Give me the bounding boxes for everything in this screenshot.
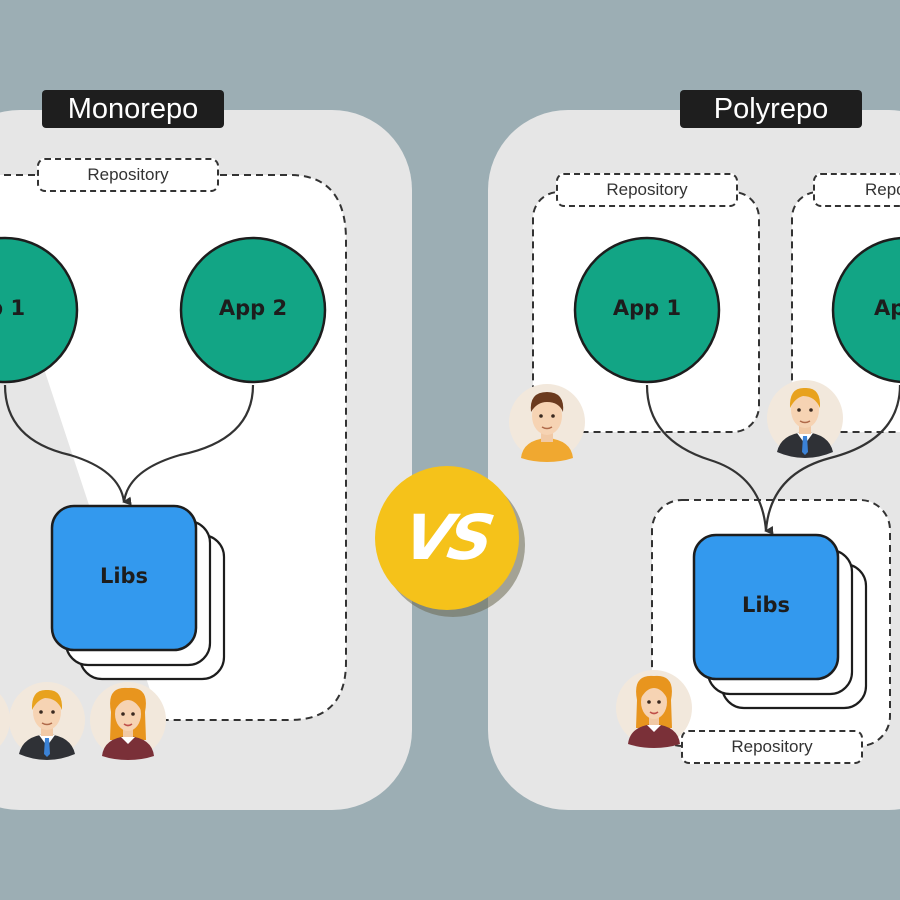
mono-app1-to-libs-arrow — [3, 384, 132, 506]
poly-app2-to-libs-arrow — [764, 384, 900, 532]
poly-app1-to-libs-arrow — [645, 384, 774, 535]
vs-badge — [375, 466, 519, 610]
mono-app2-label: App 2 — [218, 296, 288, 320]
poly-app2-label: App 2 — [874, 296, 900, 320]
poly-app1-label: App 1 — [612, 296, 682, 320]
polyrepo-libs-repository-label: Repository — [681, 730, 863, 764]
mono-app2-to-libs-arrow — [122, 384, 255, 503]
poly-libs-label: Libs — [741, 593, 791, 617]
monorepo-title: Monorepo — [42, 90, 224, 128]
polyrepo-repo2-label-text: Repository — [865, 180, 900, 199]
mono-libs-node — [50, 504, 198, 652]
poly-app2-node — [831, 236, 900, 384]
vs-label: VS — [398, 501, 496, 574]
mono-app1-node — [0, 236, 79, 384]
polyrepo-repo2-label: Repository — [813, 173, 900, 207]
mono-app1-label-text: App 1 — [0, 296, 26, 320]
monorepo-repository-label: Repository — [37, 158, 219, 192]
mono-libs-label: Libs — [99, 564, 149, 588]
poly-app2-label-text: App 2 — [874, 296, 900, 320]
polyrepo-repo1-label: Repository — [556, 173, 738, 207]
mono-app2-node — [179, 236, 327, 384]
polyrepo-title: Polyrepo — [680, 90, 862, 128]
poly-app1-node — [573, 236, 721, 384]
mono-app1-label: App 1 — [0, 296, 68, 320]
poly-libs-node — [692, 533, 840, 681]
